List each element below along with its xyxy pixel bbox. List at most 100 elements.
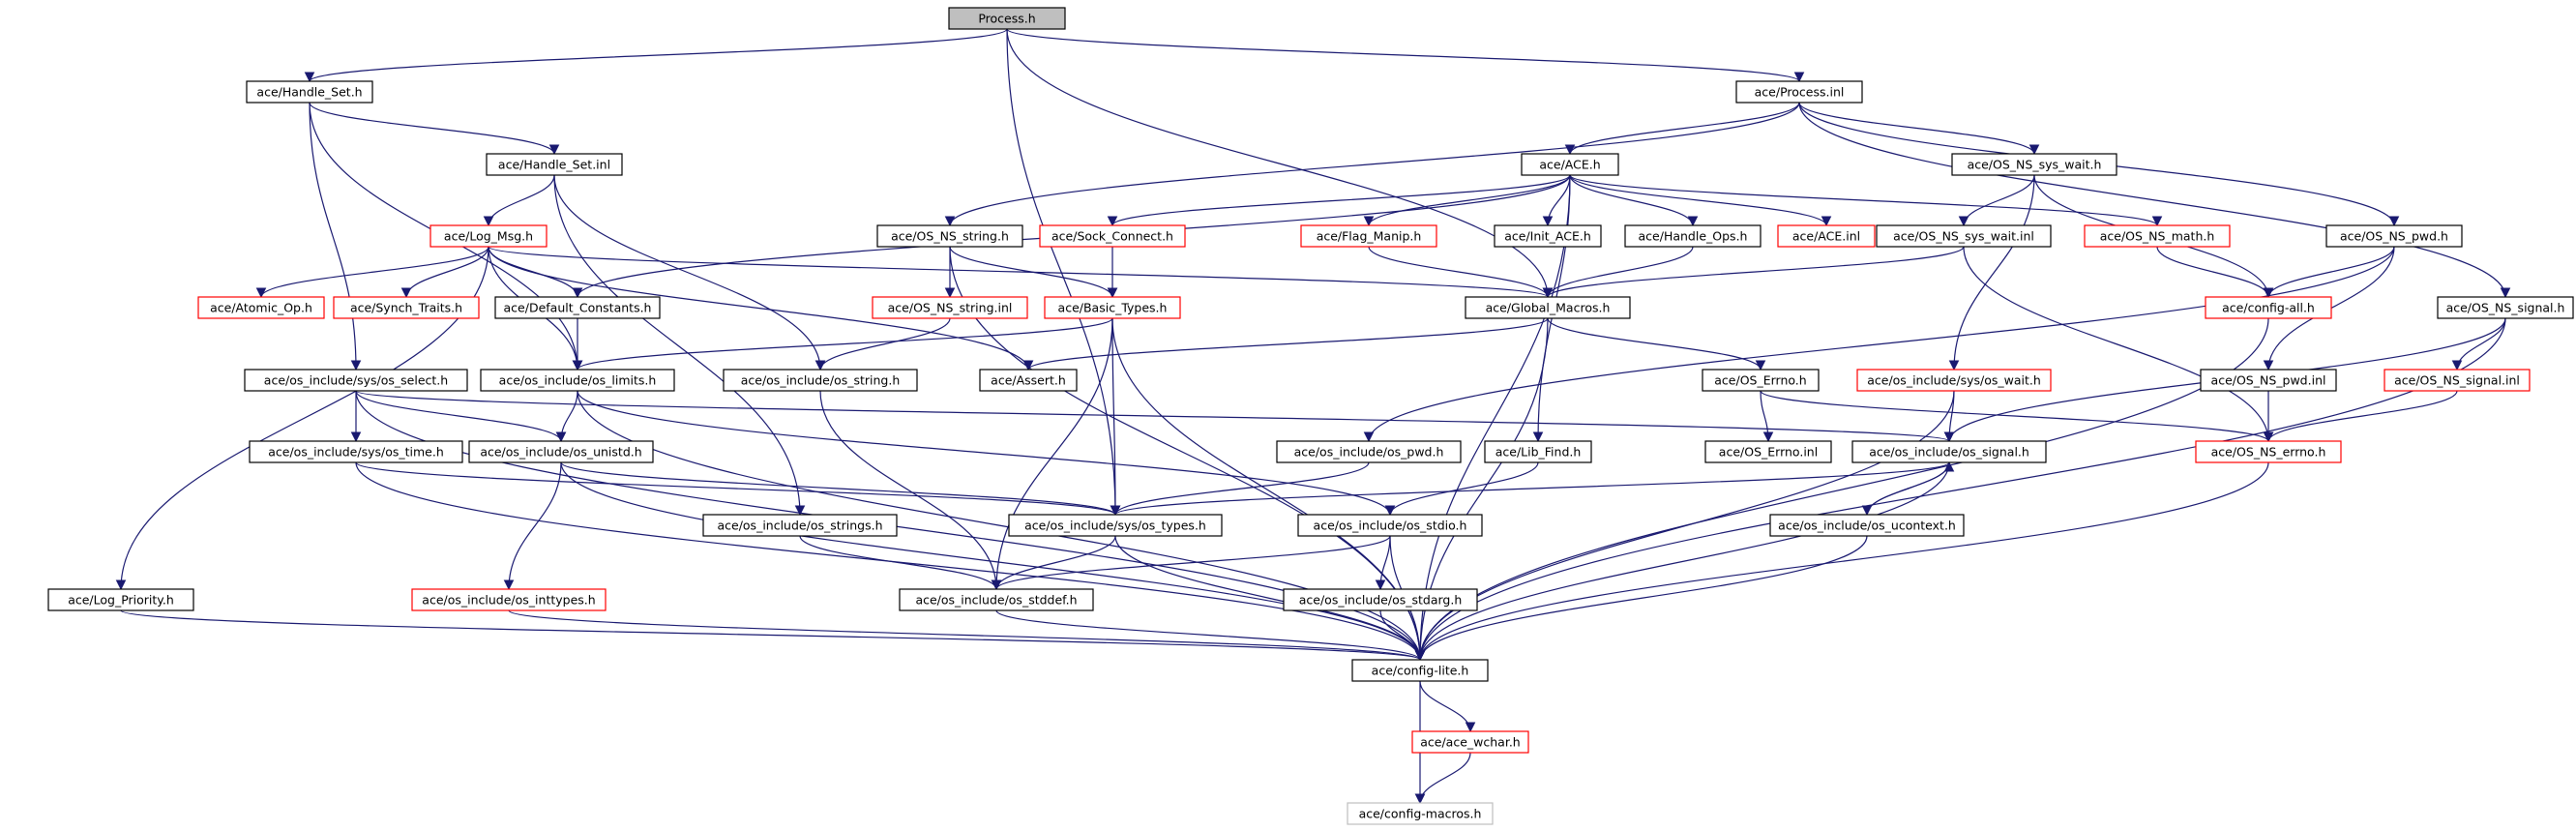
node-label: ace/config-macros.h xyxy=(1359,807,1482,821)
node-log-priority-h[interactable]: ace/Log_Priority.h xyxy=(47,588,194,611)
edge-ace_h-to-flag_manip_h xyxy=(1363,174,1571,227)
node-label: ace/OS_NS_signal.inl xyxy=(2394,373,2520,388)
node-box xyxy=(411,588,607,611)
node-box xyxy=(2205,296,2332,319)
edge-ace_h-to-handle_ops_h xyxy=(1569,174,1699,227)
node-lib-find-h[interactable]: ace/Lib_Find.h xyxy=(1484,440,1592,463)
edge-os_stdarg_h-to-config_lite_h xyxy=(1379,609,1426,662)
node-os-ns-string-inl[interactable]: ace/OS_NS_string.inl xyxy=(872,296,1028,319)
node-os-strings-h[interactable]: ace/os_include/os_strings.h xyxy=(702,514,898,537)
node-os-time-h[interactable]: ace/os_include/sys/os_time.h xyxy=(249,440,463,463)
node-box xyxy=(1465,296,1631,319)
node-os-pwd-h[interactable]: ace/os_include/os_pwd.h xyxy=(1276,440,1462,463)
node-label: ace/Flag_Manip.h xyxy=(1317,229,1422,244)
node-os-ucontext-h[interactable]: ace/os_include/os_ucontext.h xyxy=(1769,514,1965,537)
node-os-ns-sys-wait-inl[interactable]: ace/OS_NS_sys_wait.inl xyxy=(1876,224,2052,248)
edge-handle_set_inl-to-log_msg_h xyxy=(483,174,555,227)
node-ace-inl[interactable]: ace/ACE.inl xyxy=(1777,224,1876,248)
node-box xyxy=(1704,440,1832,463)
node-os-ns-signal-inl[interactable]: ace/OS_NS_signal.inl xyxy=(2384,369,2531,392)
node-box xyxy=(876,224,1023,248)
node-os-select-h[interactable]: ace/os_include/sys/os_select.h xyxy=(244,369,468,392)
node-global-macros-h[interactable]: ace/Global_Macros.h xyxy=(1465,296,1631,319)
node-os-ns-sys-wait-h[interactable]: ace/OS_NS_sys_wait.h xyxy=(1951,153,2117,176)
node-atomic-op-h[interactable]: ace/Atomic_Op.h xyxy=(197,296,325,319)
node-process-h[interactable]: Process.h xyxy=(948,7,1066,30)
node-os-wait-h[interactable]: ace/os_include/sys/os_wait.h xyxy=(1856,369,2052,392)
node-config-lite-h[interactable]: ace/config-lite.h xyxy=(1351,659,1489,682)
edge-lib_find_h-to-os_stdio_h xyxy=(1384,461,1539,517)
node-sock-connect-h[interactable]: ace/Sock_Connect.h xyxy=(1039,224,1186,248)
edge-os_ns_string_inl-to-os_string_h xyxy=(814,317,951,371)
node-box xyxy=(1039,224,1186,248)
node-basic-types-h[interactable]: ace/Basic_Types.h xyxy=(1044,296,1181,319)
node-label: ace/os_include/os_ucontext.h xyxy=(1778,519,1956,533)
node-os-stddef-h[interactable]: ace/os_include/os_stddef.h xyxy=(899,588,1094,611)
node-handle-set-h[interactable]: ace/Handle_Set.h xyxy=(246,80,373,104)
node-log-msg-h[interactable]: ace/Log_Msg.h xyxy=(429,224,548,248)
node-box xyxy=(979,369,1078,392)
node-box xyxy=(486,153,623,176)
node-box xyxy=(2084,224,2231,248)
edge-os_ns_errno_h-to-config_lite_h xyxy=(1414,461,2269,662)
node-handle-ops-h[interactable]: ace/Handle_Ops.h xyxy=(1624,224,1762,248)
node-os-ns-signal-h[interactable]: ace/OS_NS_signal.h xyxy=(2437,296,2574,319)
node-config-macros-h[interactable]: ace/config-macros.h xyxy=(1347,802,1494,825)
edge-os_inttypes_h-to-config_lite_h xyxy=(508,609,1425,662)
node-os-stdarg-h[interactable]: ace/os_include/os_stdarg.h xyxy=(1283,588,1478,611)
node-label: ace/Log_Priority.h xyxy=(68,593,174,608)
node-os-stdio-h[interactable]: ace/os_include/os_stdio.h xyxy=(1297,514,1483,537)
node-box xyxy=(1283,588,1478,611)
node-os-errno-inl[interactable]: ace/OS_Errno.inl xyxy=(1704,440,1832,463)
node-os-errno-h[interactable]: ace/OS_Errno.h xyxy=(1702,369,1820,392)
node-ace-h[interactable]: ace/ACE.h xyxy=(1521,153,1619,176)
node-os-ns-pwd-inl[interactable]: ace/OS_NS_pwd.inl xyxy=(2200,369,2337,392)
node-box xyxy=(702,514,898,537)
node-synch-traits-h[interactable]: ace/Synch_Traits.h xyxy=(333,296,480,319)
node-label: ace/os_include/os_stdio.h xyxy=(1314,519,1467,533)
edge-config_lite_h-to-ace_wchar_h xyxy=(1419,680,1476,733)
node-box xyxy=(899,588,1094,611)
node-os-ns-errno-h[interactable]: ace/OS_NS_errno.h xyxy=(2195,440,2342,463)
node-handle-set-inl[interactable]: ace/Handle_Set.inl xyxy=(486,153,623,176)
edge-os_limits_h-to-os_unistd_h xyxy=(555,390,578,443)
node-assert-h[interactable]: ace/Assert.h xyxy=(979,369,1078,392)
node-os-ns-math-h[interactable]: ace/OS_NS_math.h xyxy=(2084,224,2231,248)
node-default-constants-h[interactable]: ace/Default_Constants.h xyxy=(494,296,661,319)
node-process-inl[interactable]: ace/Process.inl xyxy=(1735,80,1863,104)
node-label: ace/os_include/os_stdarg.h xyxy=(1299,593,1463,608)
node-label: ace/OS_Errno.inl xyxy=(1719,445,1818,460)
edge-global_macros_h-to-os_errno_h xyxy=(1547,317,1766,371)
node-label: ace/Handle_Ops.h xyxy=(1639,229,1748,244)
node-config-all-h[interactable]: ace/config-all.h xyxy=(2205,296,2332,319)
edge-ace_h-to-config_lite_h xyxy=(1414,174,1571,662)
node-os-string-h[interactable]: ace/os_include/os_string.h xyxy=(723,369,918,392)
node-box xyxy=(1411,730,1529,754)
node-box xyxy=(1276,440,1462,463)
edge-os_signal_h-to-config_lite_h xyxy=(1414,461,1950,662)
node-box xyxy=(1851,440,2047,463)
edge-log_msg_h-to-assert_h xyxy=(488,246,1034,371)
node-os-ns-pwd-h[interactable]: ace/OS_NS_pwd.h xyxy=(2325,224,2463,248)
node-os-ns-string-h[interactable]: ace/OS_NS_string.h xyxy=(876,224,1023,248)
node-os-inttypes-h[interactable]: ace/os_include/os_inttypes.h xyxy=(411,588,607,611)
node-box xyxy=(2384,369,2531,392)
edge-os_stddef_h-to-config_lite_h xyxy=(995,609,1426,662)
edge-os_types_h-to-config_lite_h xyxy=(1114,535,1426,662)
node-flag-manip-h[interactable]: ace/Flag_Manip.h xyxy=(1300,224,1437,248)
node-os-types-h[interactable]: ace/os_include/sys/os_types.h xyxy=(1008,514,1223,537)
node-box xyxy=(1876,224,2052,248)
node-os-signal-h[interactable]: ace/os_include/os_signal.h xyxy=(1851,440,2047,463)
node-label: ace/os_include/os_string.h xyxy=(741,373,901,388)
node-os-unistd-h[interactable]: ace/os_include/os_unistd.h xyxy=(468,440,654,463)
edge-process_h-to-os_types_h xyxy=(1006,28,1121,517)
node-os-limits-h[interactable]: ace/os_include/os_limits.h xyxy=(480,369,675,392)
node-ace-wchar-h[interactable]: ace/ace_wchar.h xyxy=(1411,730,1529,754)
edge-os_errno_h-to-os_errno_inl xyxy=(1760,390,1774,443)
edge-os_select_h-to-os_unistd_h xyxy=(355,390,567,443)
edge-log_msg_h-to-synch_traits_h xyxy=(400,246,489,299)
edge-os_ns_string_h-to-config_lite_h xyxy=(949,246,1426,662)
node-box xyxy=(2437,296,2574,319)
node-label: ace/os_include/os_pwd.h xyxy=(1294,445,1444,460)
node-init-ace-h[interactable]: ace/Init_ACE.h xyxy=(1494,224,1602,248)
